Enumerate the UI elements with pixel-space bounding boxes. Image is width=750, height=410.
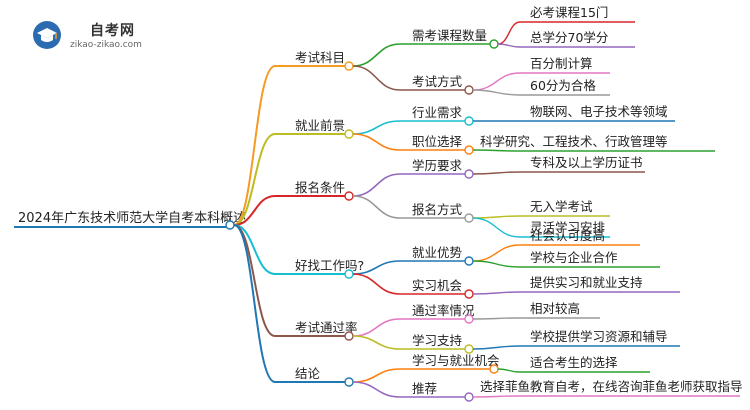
sub-branch-node: [464, 314, 474, 324]
leaf-label: 总学分70学分: [530, 30, 608, 45]
branch-label: 报名条件: [295, 180, 345, 195]
sub-branch-label: 学历要求: [412, 158, 463, 173]
leaf-connector: [472, 149, 521, 152]
sub-branch-connector: [352, 335, 401, 350]
sub-branch-label: 行业需求: [412, 105, 463, 120]
sub-branch-connector: [352, 273, 401, 295]
leaf-connector: [472, 317, 521, 320]
sub-branch-label: 实习机会: [412, 278, 463, 293]
leaf-label: 提供实习和就业支持: [530, 275, 643, 290]
branch-label: 好找工作吗?: [295, 258, 364, 273]
branch-node: [344, 331, 354, 341]
sub-branch-label: 学习支持: [412, 333, 462, 348]
sub-branch-label: 考试方式: [412, 74, 463, 89]
sub-branch-node: [464, 169, 474, 179]
sub-branch-node: [464, 344, 474, 354]
branch-node: [344, 129, 354, 139]
leaf-connector: [472, 89, 521, 96]
branch-label: 结论: [295, 366, 321, 381]
leaf-connector: [497, 368, 521, 373]
leaf-connector: [497, 21, 521, 45]
leaf-connector: [472, 171, 521, 175]
leaf-label: 百分制计算: [530, 56, 593, 71]
branch-label: 就业前景: [295, 118, 345, 133]
sub-branch-node: [464, 116, 474, 126]
sub-branch-label: 报名方式: [412, 202, 463, 217]
leaf-label: 社会认可度高: [530, 228, 605, 243]
branch-connector: [233, 133, 276, 226]
sub-branch-connector: [352, 173, 401, 197]
graduation-cap-icon: [33, 21, 61, 49]
leaf-connector: [472, 215, 521, 219]
leaf-label: 科学研究、工程技术、行政管理等: [480, 134, 668, 149]
leaf-connector: [472, 291, 521, 295]
sub-branch-label: 学习与就业机会: [412, 353, 500, 368]
site-logo[interactable]: 自考网 zikao-zikao.com: [28, 16, 178, 56]
sub-branch-connector: [352, 65, 401, 91]
sub-branch-connector: [352, 120, 401, 135]
logo-name: 自考网: [90, 23, 135, 39]
branch-connector: [233, 195, 276, 226]
branch-label: 考试科目: [295, 50, 345, 65]
branch-node: [344, 377, 354, 387]
sub-branch-connector: [352, 368, 401, 383]
branch-connector: [233, 224, 276, 383]
leaf-connector: [472, 244, 521, 262]
sub-branch-connector: [352, 133, 401, 151]
leaf-label: 专科及以上学历证书: [530, 155, 643, 170]
sub-branch-label: 就业优势: [412, 245, 463, 260]
leaf-label: 学校提供学习资源和辅导: [530, 329, 668, 344]
branch-connector: [233, 65, 276, 226]
branch-node: [344, 269, 354, 279]
root-node: [225, 220, 235, 230]
branch-connector: [233, 224, 276, 275]
leaf-label: 无入学考试: [530, 199, 593, 214]
branch-label: 考试通过率: [295, 320, 358, 335]
sub-branch-node: [464, 392, 474, 402]
leaf-label: 选择菲鱼教育自考，在线咨询菲鱼老师获取指导: [480, 379, 743, 394]
leaf-connector: [472, 72, 521, 91]
sub-branch-label: 需考课程数量: [412, 28, 487, 43]
sub-branch-node: [464, 213, 474, 223]
leaf-connector: [472, 395, 521, 398]
branch-node: [344, 61, 354, 71]
leaf-connector: [497, 43, 521, 48]
sub-branch-label: 职位选择: [412, 134, 463, 149]
leaf-connector: [472, 345, 521, 350]
sub-branch-connector: [352, 195, 401, 219]
leaf-label: 60分为合格: [530, 78, 596, 93]
sub-branch-node: [464, 85, 474, 95]
branch-connector: [233, 224, 276, 337]
leaf-label: 必考课程15门: [530, 5, 608, 20]
leaf-label: 学校与企业合作: [530, 250, 618, 265]
sub-branch-node: [464, 289, 474, 299]
sub-branch-connector: [352, 318, 401, 337]
leaf-label: 相对较高: [530, 301, 580, 316]
leaf-label: 适合考生的选择: [530, 355, 618, 370]
logo-url: zikao-zikao.com: [70, 40, 142, 50]
leaf-label: 灵活学习安排: [530, 220, 606, 235]
sub-branch-connector: [352, 43, 401, 67]
sub-branch-node: [489, 39, 499, 49]
sub-branch-node: [464, 145, 474, 155]
leaf-connector: [472, 260, 521, 268]
leaf-label: 物联网、电子技术等领域: [530, 104, 668, 119]
branch-node: [344, 191, 354, 201]
sub-branch-node: [489, 364, 499, 374]
root-label: 2024年广东技术师范大学自考本科概述: [18, 210, 246, 226]
sub-branch-label: 推荐: [412, 381, 437, 396]
sub-branch-label: 通过率情况: [412, 303, 475, 318]
sub-branch-node: [464, 256, 474, 266]
leaf-connector: [472, 217, 521, 238]
sub-branch-connector: [352, 381, 401, 398]
